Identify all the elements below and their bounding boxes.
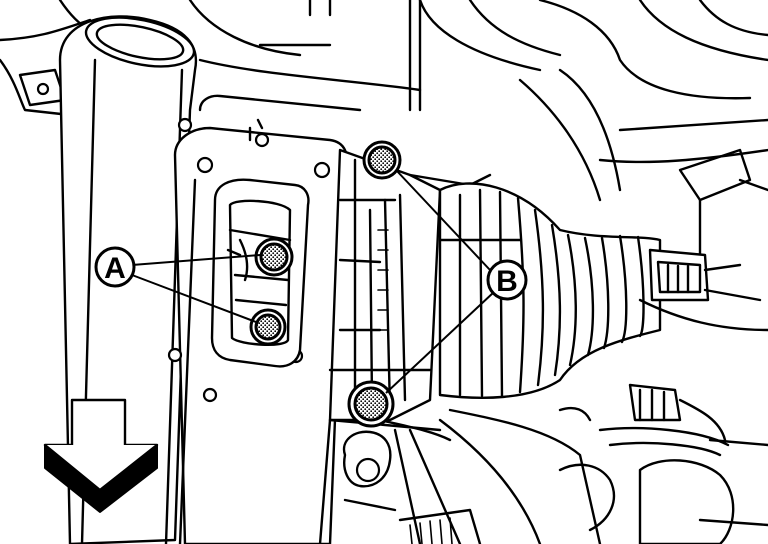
callout-a: A [94,246,136,288]
callout-b: B [486,259,528,301]
leader-lines-a [131,254,261,323]
connector-upper [638,248,768,332]
bolt-a-lower [249,308,287,346]
bolt-a-upper [254,237,294,277]
connector-lower [598,383,730,457]
axle-boot [438,182,662,399]
front-direction-arrow-icon [43,398,159,513]
gearbox-housing [328,148,492,432]
lower-structure [318,406,768,544]
callout-b-label: B [496,265,518,298]
upper-body-structure [0,0,768,262]
leader-lines-b [385,169,495,394]
bolt-b-upper [362,140,402,180]
callout-a-label: A [104,252,126,285]
bolt-b-lower [347,380,395,428]
